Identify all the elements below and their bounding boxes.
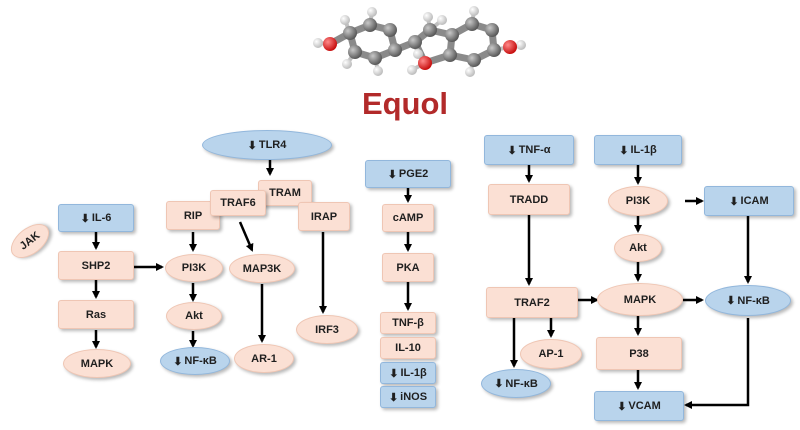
down-arrow-icon: ⬇ [619, 144, 629, 157]
node-p38: P38 [596, 337, 682, 370]
node-shp2: SHP2 [58, 251, 134, 280]
node-ar1: AR-1 [234, 344, 294, 373]
down-arrow-icon: ⬇ [507, 144, 517, 157]
node-nfkb-right: ⬇NF-κB [705, 285, 791, 316]
diagram-title: Equol [361, 86, 449, 121]
down-arrow-icon: ⬇ [387, 168, 397, 181]
node-camp: cAMP [382, 204, 434, 232]
arrow-nfkb-vcam [684, 318, 750, 409]
down-arrow-icon: ⬇ [729, 195, 739, 208]
arrow-traf6-map3k [238, 221, 254, 252]
down-arrow-icon: ⬇ [173, 355, 183, 368]
node-pi3k-left: PI3K [165, 254, 223, 282]
down-arrow-icon: ⬇ [389, 367, 399, 380]
down-arrow-icon: ⬇ [726, 295, 736, 307]
pathway-arrows [92, 160, 752, 409]
down-arrow-icon: ⬇ [617, 400, 627, 413]
down-arrow-icon: ⬇ [494, 378, 504, 390]
node-tnfa: ⬇TNF-α [484, 135, 574, 165]
equol-molecule-model [313, 6, 526, 77]
node-il1b-mid: ⬇IL-1β [380, 362, 436, 384]
node-tlr4: ⬇TLR4 [202, 130, 332, 160]
node-inos: ⬇iNOS [380, 386, 436, 408]
node-mapk-left: MAPK [63, 349, 131, 378]
down-arrow-icon: ⬇ [247, 139, 257, 152]
down-arrow-icon: ⬇ [388, 391, 399, 404]
node-irap: IRAP [298, 202, 350, 231]
node-traf2: TRAF2 [486, 287, 578, 318]
node-icam: ⬇ICAM [704, 186, 794, 216]
node-tnfb: TNF-β [380, 312, 436, 334]
node-il6: ⬇IL-6 [58, 204, 134, 232]
node-map3k: MAP3K [229, 254, 295, 283]
node-tram: TRAM [258, 180, 312, 206]
node-irf3: IRF3 [296, 315, 358, 344]
node-il1b-right: ⬇IL-1β [594, 135, 682, 165]
node-pi3k-right: PI3K [608, 186, 668, 216]
node-ras: Ras [58, 300, 134, 329]
node-pka: PKA [382, 253, 434, 282]
node-il10: IL-10 [380, 337, 436, 359]
node-pge2: ⬇PGE2 [365, 160, 451, 188]
node-traf6: TRAF6 [210, 190, 266, 216]
node-nfkb-traf2: ⬇NF-κB [481, 369, 551, 398]
node-ap1: AP-1 [520, 339, 582, 369]
node-nfkb-left: ⬇NF-κB [160, 347, 230, 375]
node-vcam: ⬇VCAM [594, 391, 684, 421]
down-arrow-icon: ⬇ [80, 212, 90, 225]
node-tradd: TRADD [488, 184, 570, 215]
node-mapk-right: MAPK [597, 283, 683, 316]
node-akt-left: Akt [166, 302, 222, 330]
node-akt-right: Akt [614, 234, 662, 262]
